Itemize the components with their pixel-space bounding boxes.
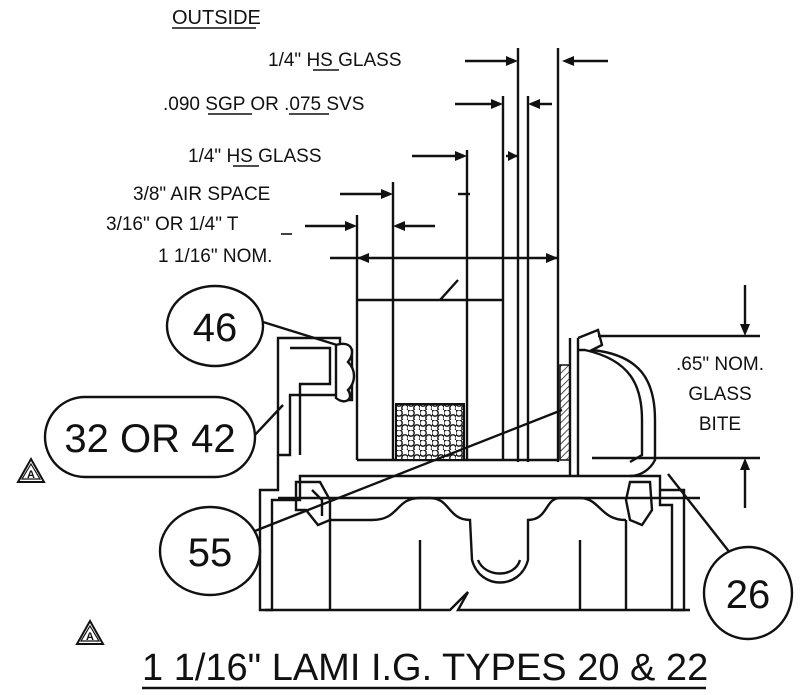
callout-26: 26 [702,545,794,641]
bite-label-line2: GLASS [688,384,751,405]
spacer-desiccant [395,403,465,461]
svg-text:32 OR 42: 32 OR 42 [64,417,235,461]
svg-text:A: A [27,469,35,481]
svg-text:26: 26 [726,573,771,617]
svg-text:A: A [86,631,94,643]
svg-text:46: 46 [193,306,238,350]
callout-46: 46 [165,284,265,368]
revision-triangle-icon: A [16,456,46,483]
callout-55: 55 [158,505,262,597]
gasket-46 [334,342,356,403]
label-nominal: 1 1/16" NOM. [158,246,272,267]
bite-label-line1: .65" NOM. [676,354,764,375]
frame-profile [258,328,700,612]
leader-lines [241,320,739,564]
glazing-tape [559,364,571,461]
label-hs-glass-inner: 1/4" HS GLASS [188,146,322,167]
label-hs-glass-outer: 1/4" HS GLASS [268,50,402,71]
bite-label-line3: BITE [699,414,741,435]
label-interlayer: .090 SGP OR .075 SVS [163,94,364,115]
outside-label: OUTSIDE [172,7,261,29]
glass-unit [355,279,571,462]
label-t-thickness: 3/16" OR 1/4" T [106,214,239,235]
drawing-title: 1 1/16" LAMI I.G. TYPES 20 & 22 [142,647,708,689]
label-air-space: 3/8" AIR SPACE [133,184,270,205]
svg-text:55: 55 [188,531,233,575]
dimension-lines [305,48,760,508]
callout-32-or-42: 32 OR 42 [43,395,257,479]
revision-triangle-icon: A [75,618,105,645]
